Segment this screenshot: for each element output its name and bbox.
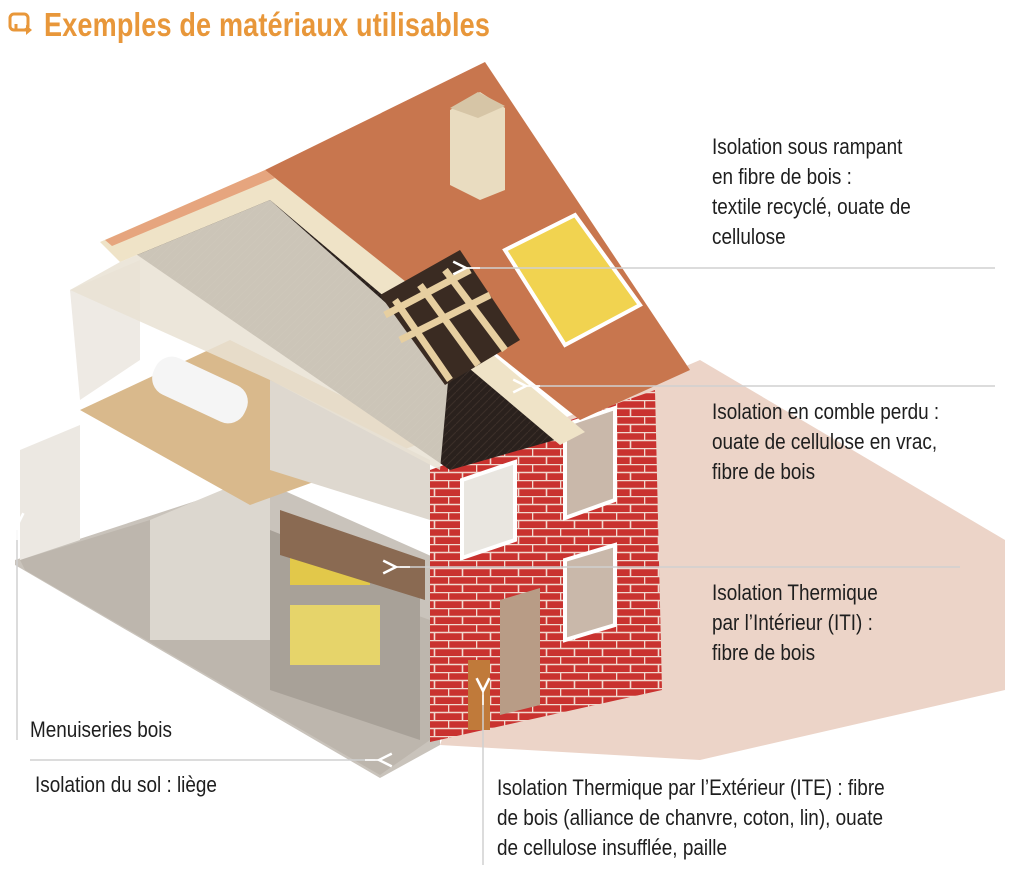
- callout-text: en fibre de bois :: [712, 164, 852, 189]
- callout-text: Isolation Thermique: [712, 580, 878, 605]
- skylight: [502, 212, 643, 348]
- arrow-box-icon: [8, 12, 32, 35]
- callout-text: de cellulose insufflée, paille: [497, 835, 727, 860]
- window: [563, 542, 617, 643]
- callout-text: Menuiseries bois: [30, 717, 172, 742]
- kitchen-counter: [290, 605, 380, 665]
- callout-sol: Isolation du sol : liège: [35, 770, 217, 800]
- callout-text: Isolation du sol : liège: [35, 772, 217, 797]
- window: [460, 459, 517, 561]
- heading: Exemples de matériaux utilisables: [8, 6, 588, 44]
- callout-text: textile recyclé, ouate de: [712, 194, 911, 219]
- callout-text: ouate de cellulose en vrac,: [712, 429, 938, 454]
- callout-iti: Isolation Thermique par l’Intérieur (ITI…: [712, 578, 878, 668]
- callout-text: par l’Intérieur (ITI) :: [712, 610, 873, 635]
- lower-wall-mid: [150, 470, 270, 640]
- chimney: [450, 92, 505, 200]
- conference-table: [152, 356, 248, 424]
- callout-sous-rampant: Isolation sous rampant en fibre de bois …: [712, 132, 911, 252]
- gable-frame: [100, 168, 585, 445]
- callout-text: Isolation Thermique par l’Extérieur (ITE…: [497, 775, 885, 800]
- iti-floor: [280, 510, 425, 600]
- office-room: [270, 380, 430, 520]
- callout-text: Isolation en comble perdu :: [712, 399, 940, 424]
- roof-edge: [105, 170, 275, 246]
- page-title: Exemples de matériaux utilisables: [44, 6, 491, 43]
- callout-text: cellulose: [712, 224, 786, 249]
- callout-text: fibre de bois: [712, 459, 816, 484]
- callout-menuiseries: Menuiseries bois: [30, 715, 172, 745]
- callout-comble-perdu: Isolation en comble perdu : ouate de cel…: [712, 397, 939, 487]
- ite-insulation: [468, 660, 490, 730]
- gable-wall: [70, 200, 450, 470]
- callout-text: Isolation sous rampant: [712, 134, 903, 159]
- callout-text: de bois (alliance de chanvre, coton, lin…: [497, 805, 884, 830]
- callout-ite: Isolation Thermique par l’Extérieur (ITE…: [497, 773, 885, 863]
- callout-text: fibre de bois: [712, 640, 816, 665]
- door: [500, 588, 540, 715]
- lower-wall-left: [20, 425, 80, 560]
